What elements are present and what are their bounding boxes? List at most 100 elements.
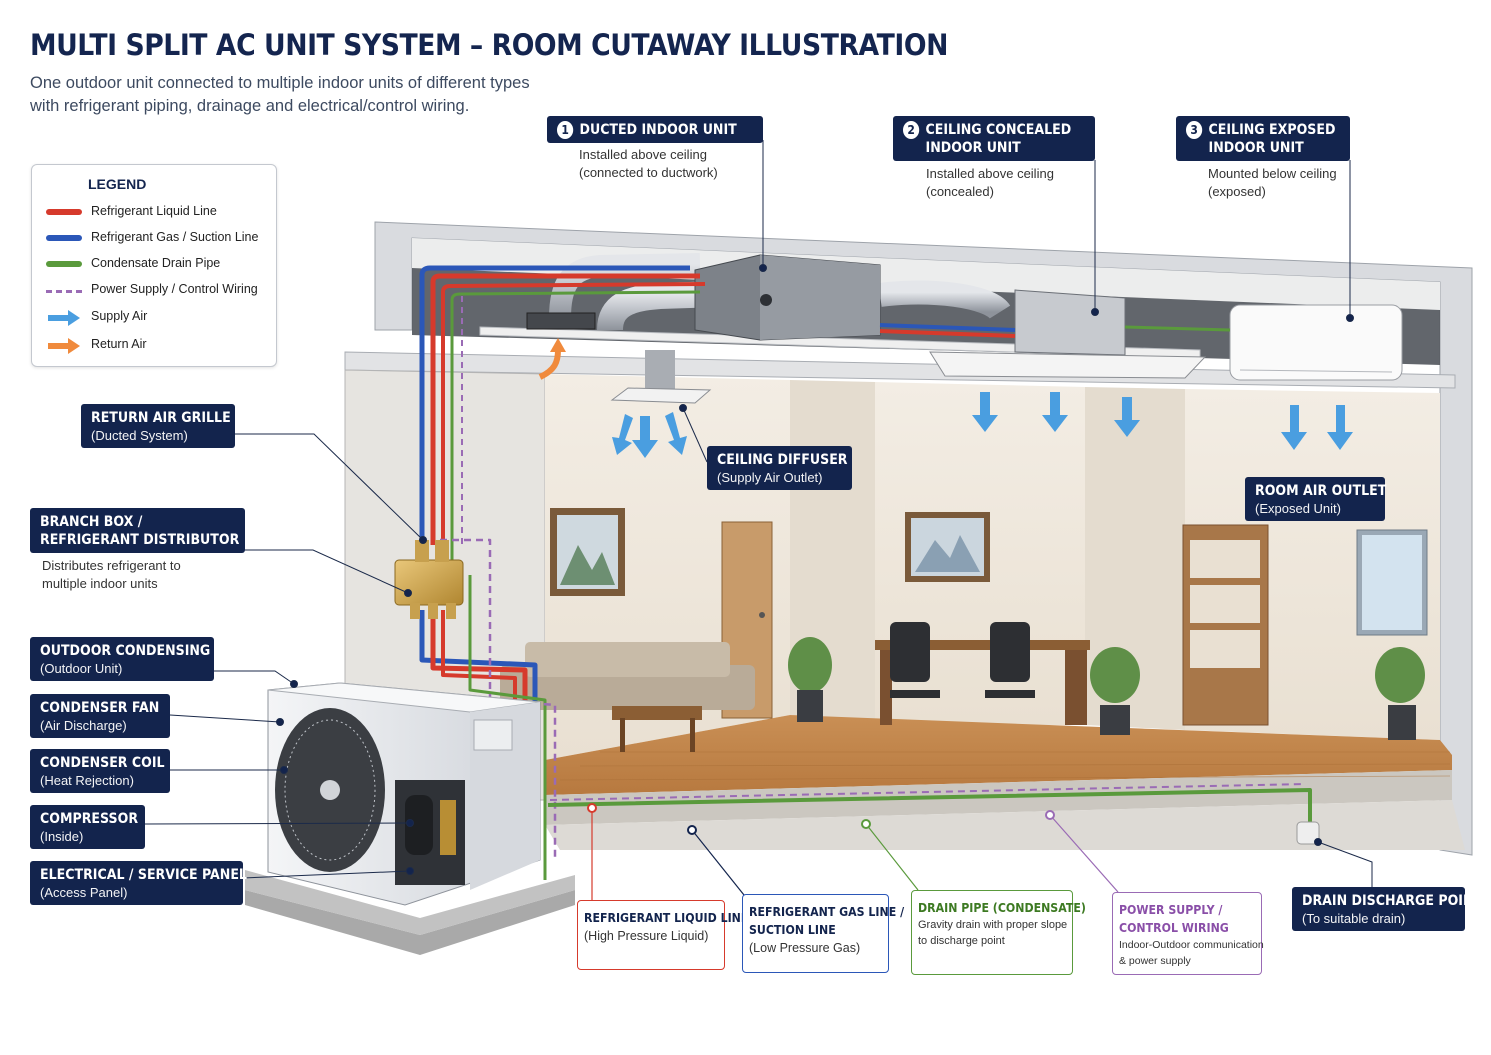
box-title: DRAIN PIPE (CONDENSATE)	[918, 900, 1086, 915]
supply-air-arrows	[612, 392, 1353, 458]
callout-title: CEILING CONCEALED	[925, 122, 1072, 138]
box-refrigerant-liquid-line: REFRIGERANT LIQUID LINE (High Pressure L…	[577, 900, 749, 970]
callout-compressor: COMPRESSOR (Inside)	[30, 805, 145, 849]
callout-title: RETURN AIR GRILLE	[91, 410, 231, 426]
callout-service-panel: ELECTRICAL / SERVICE PANEL (Access Panel…	[30, 861, 247, 905]
box-subtitle: Gravity drain with proper slope	[918, 919, 1068, 931]
legend-label: Condensate Drain Pipe	[91, 256, 221, 270]
legend-item-drain: Condensate Drain Pipe	[46, 255, 276, 275]
bottom-box-leaders	[587, 803, 1119, 900]
gas-line-swatch	[46, 235, 82, 241]
note-line: Mounted below ceiling	[1208, 166, 1337, 181]
legend-item-gas: Refrigerant Gas / Suction Line	[46, 229, 276, 249]
drain-pipe-swatch	[46, 261, 82, 267]
legend-label: Refrigerant Liquid Line	[91, 204, 217, 218]
callout-title: OUTDOOR CONDENSING UNIT	[40, 643, 249, 659]
callout-condenser-fan: CONDENSER FAN (Air Discharge)	[30, 694, 170, 738]
note-line: Installed above ceiling	[579, 147, 707, 162]
legend-label: Return Air	[91, 337, 147, 351]
callout-title: COMPRESSOR	[40, 811, 139, 827]
callout-title: CEILING EXPOSED	[1208, 122, 1336, 138]
callout-subtitle: (Heat Rejection)	[40, 773, 134, 788]
box-refrigerant-gas-line: REFRIGERANT GAS LINE / SUCTION LINE (Low…	[742, 894, 905, 973]
return-air-icon	[48, 338, 80, 354]
callout-subtitle: (To suitable drain)	[1302, 911, 1406, 926]
callout-subtitle: (Supply Air Outlet)	[717, 470, 823, 485]
box-power-control-wiring: POWER SUPPLY / CONTROL WIRING Indoor-Out…	[1112, 892, 1264, 975]
callout-drain-discharge-point: DRAIN DISCHARGE POINT (To suitable drain…	[1292, 887, 1483, 931]
callout-return-air-grille: RETURN AIR GRILLE (Ducted System)	[81, 404, 235, 448]
box-subtitle: to discharge point	[918, 935, 1005, 947]
callout-subtitle: (Access Panel)	[40, 885, 128, 900]
callout-leaders	[144, 140, 1373, 888]
box-subtitle: Indoor-Outdoor communication	[1119, 939, 1264, 951]
box-subtitle: (High Pressure Liquid)	[584, 929, 709, 943]
callout-outdoor-unit: OUTDOOR CONDENSING UNIT (Outdoor Unit)	[30, 637, 249, 681]
branch-box-note: Distributes refrigerant to multiple indo…	[42, 557, 181, 593]
callout-title: REFRIGERANT DISTRIBUTOR	[40, 532, 240, 548]
callout-ducted-indoor-unit: 1 DUCTED INDOOR UNIT	[547, 116, 763, 143]
legend-title: LEGEND	[88, 176, 147, 192]
callout-title: CONDENSER FAN	[40, 700, 160, 716]
exposed-unit-note: Mounted below ceiling (exposed)	[1208, 165, 1337, 201]
unit-number-badge: 2	[903, 121, 920, 139]
legend-label: Refrigerant Gas / Suction Line	[91, 230, 259, 244]
legend-item-return-air: Return Air	[46, 336, 276, 356]
ceiling-diffuser	[610, 387, 712, 404]
callout-title: ELECTRICAL / SERVICE PANEL	[40, 867, 247, 883]
callout-title: INDOOR UNIT	[925, 140, 1021, 156]
box-title: POWER SUPPLY /	[1119, 902, 1223, 917]
ducted-indoor-unit	[694, 254, 881, 341]
branch-box	[394, 540, 464, 619]
callout-subtitle: (Air Discharge)	[40, 718, 127, 733]
drain-elbow	[1296, 821, 1320, 845]
callout-subtitle: (Exposed Unit)	[1255, 501, 1341, 516]
callout-room-air-outlet: ROOM AIR OUTLET (Exposed Unit)	[1245, 477, 1387, 521]
note-line: (exposed)	[1208, 184, 1266, 199]
subtitle-line: One outdoor unit connected to multiple i…	[30, 74, 530, 92]
callout-ceiling-concealed-unit: 2 CEILING CONCEALED INDOOR UNIT	[893, 116, 1095, 161]
legend-item-supply-air: Supply Air	[46, 308, 276, 328]
callout-title: DUCTED INDOOR UNIT	[579, 122, 737, 138]
supply-air-icon	[48, 310, 80, 326]
callout-subtitle: (Inside)	[40, 829, 84, 844]
callout-title: CEILING DIFFUSER	[717, 452, 848, 468]
legend: LEGEND Refrigerant Liquid Line Refrigera…	[31, 164, 277, 367]
box-subtitle: (Low Pressure Gas)	[749, 941, 861, 955]
box-drain-pipe: DRAIN PIPE (CONDENSATE) Gravity drain wi…	[911, 890, 1086, 975]
callout-title: INDOOR UNIT	[1208, 140, 1304, 156]
unit-number-badge: 1	[557, 121, 574, 139]
legend-item-liquid: Refrigerant Liquid Line	[46, 203, 276, 223]
wiring-swatch	[46, 290, 82, 293]
box-title: REFRIGERANT LIQUID LINE	[584, 910, 749, 925]
box-title: REFRIGERANT GAS LINE /	[749, 904, 905, 919]
callout-title: CONDENSER COIL	[40, 755, 165, 771]
liquid-line-swatch	[46, 209, 82, 215]
ducted-unit-note: Installed above ceiling (connected to du…	[579, 146, 718, 182]
page-subtitle: One outdoor unit connected to multiple i…	[30, 72, 530, 118]
callout-title: BRANCH BOX /	[40, 514, 143, 530]
callout-condenser-coil: CONDENSER COIL (Heat Rejection)	[30, 749, 170, 793]
page-title: MULTI SPLIT AC UNIT SYSTEM – ROOM CUTAWA…	[30, 28, 948, 62]
note-line: Installed above ceiling	[926, 166, 1054, 181]
legend-label: Supply Air	[91, 309, 148, 323]
note-line: (connected to ductwork)	[579, 165, 718, 180]
outdoor-condensing-unit	[267, 682, 541, 906]
callout-title: DRAIN DISCHARGE POINT	[1302, 893, 1483, 909]
ceiling-concealed-unit	[929, 289, 1207, 379]
legend-label: Power Supply / Control Wiring	[91, 282, 258, 296]
box-subtitle: & power supply	[1119, 955, 1191, 967]
callout-subtitle: (Outdoor Unit)	[40, 661, 123, 676]
return-air-arrow	[538, 349, 561, 380]
note-line: Distributes refrigerant to	[42, 558, 181, 573]
callout-title: ROOM AIR OUTLET	[1255, 483, 1387, 499]
note-line: (concealed)	[926, 184, 994, 199]
unit-number-badge: 3	[1186, 121, 1203, 139]
callout-ceiling-exposed-unit: 3 CEILING EXPOSED INDOOR UNIT	[1176, 116, 1350, 161]
outdoor-pad	[245, 870, 575, 955]
box-title: CONTROL WIRING	[1119, 920, 1229, 935]
callout-ceiling-diffuser: CEILING DIFFUSER (Supply Air Outlet)	[707, 446, 852, 490]
ceiling-exposed-unit	[1229, 304, 1403, 381]
